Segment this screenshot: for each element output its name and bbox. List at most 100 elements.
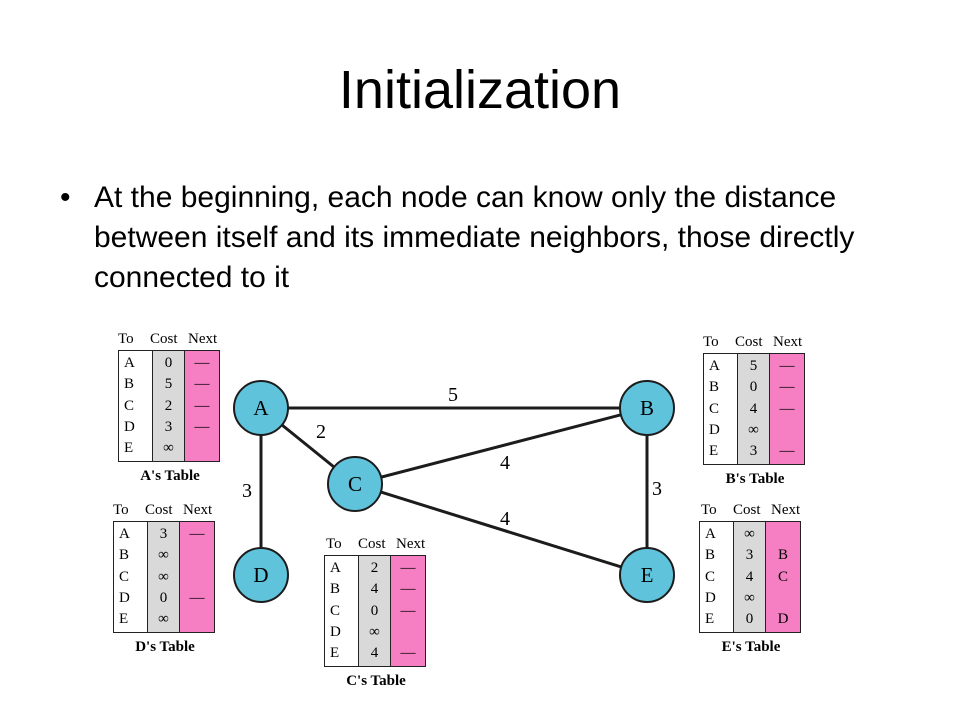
cost-column: 3 ∞ ∞ 0 ∞ xyxy=(148,522,180,632)
cost-cell: 4 xyxy=(745,568,754,585)
to-cell: A xyxy=(705,526,716,542)
next-cell: — xyxy=(779,358,795,374)
to-cell: B xyxy=(705,547,716,564)
next-cell: — xyxy=(194,397,210,414)
table-header: To Cost Next xyxy=(699,332,811,352)
node-c-label: C xyxy=(348,472,362,496)
node-b: B xyxy=(619,380,675,436)
to-cell: A xyxy=(119,526,130,542)
next-cell: — xyxy=(779,379,795,396)
next-cell: — xyxy=(400,602,416,619)
to-cell: C xyxy=(705,568,716,585)
cost-cell: ∞ xyxy=(744,589,755,606)
header-cost: Cost xyxy=(733,502,761,518)
to-cell: E xyxy=(705,611,715,627)
to-cell: B xyxy=(709,379,720,396)
next-column: — — — — xyxy=(770,354,804,464)
header-next: Next xyxy=(773,334,803,350)
cost-column: 5 0 4 ∞ 3 xyxy=(738,354,770,464)
next-cell xyxy=(180,547,214,564)
table-caption: C's Table xyxy=(346,673,406,689)
edge-cost-a-b: 5 xyxy=(448,384,458,406)
table-grid: A B C D E ∞ 3 4 ∞ 0 B C D xyxy=(699,521,801,633)
next-column: — — — — xyxy=(391,556,425,666)
node-b-label: B xyxy=(640,396,654,420)
cost-cell: ∞ xyxy=(744,526,755,542)
node-c-circle xyxy=(327,456,383,512)
next-cell xyxy=(766,526,800,543)
cost-cell: 0 xyxy=(164,355,173,371)
table-caption: B's Table xyxy=(725,471,785,487)
table-caption: A's Table xyxy=(140,468,200,484)
to-cell: C xyxy=(119,568,130,585)
to-column: A B C D E xyxy=(700,522,734,632)
to-cell: D xyxy=(709,421,720,438)
next-cell: — xyxy=(189,589,205,606)
header-to: To xyxy=(113,502,129,518)
next-cell xyxy=(770,422,804,439)
node-b-circle xyxy=(619,380,675,436)
header-next: Next xyxy=(771,502,801,518)
table-grid: A B C D E 5 0 4 ∞ 3 — — — — xyxy=(703,353,805,465)
cost-cell: 4 xyxy=(370,645,379,661)
cost-cell: 0 xyxy=(159,589,168,606)
node-e-label: E xyxy=(641,563,654,587)
cost-cell: 0 xyxy=(749,379,758,396)
next-cell xyxy=(180,569,214,586)
header-cost: Cost xyxy=(145,502,173,518)
table-caption: D's Table xyxy=(135,639,195,655)
header-next: Next xyxy=(188,331,218,347)
cost-cell: 0 xyxy=(745,611,754,627)
node-a: A xyxy=(233,380,289,436)
next-cell: — xyxy=(779,400,795,417)
to-cell: A xyxy=(330,560,341,576)
graph-nodes: A B C D E xyxy=(233,380,675,603)
header-cost: Cost xyxy=(358,536,386,552)
to-cell: D xyxy=(124,418,135,435)
next-cell: — xyxy=(400,581,416,598)
header-cost: Cost xyxy=(735,334,763,350)
table-grid: A B C D E 3 ∞ ∞ 0 ∞ — — xyxy=(113,521,215,633)
header-cost: Cost xyxy=(150,331,178,347)
edge-cost-b-e: 3 xyxy=(652,478,662,500)
next-cell xyxy=(180,611,214,628)
header-to: To xyxy=(326,536,342,552)
table-header: To Cost Next xyxy=(114,329,226,349)
cost-column: 0 5 2 3 ∞ xyxy=(153,351,185,461)
header-to: To xyxy=(703,334,719,350)
next-cell: — xyxy=(189,526,205,542)
table-header: To Cost Next xyxy=(109,500,221,520)
cost-cell: 0 xyxy=(370,602,379,619)
header-to: To xyxy=(701,502,717,518)
next-cell: — xyxy=(400,560,416,576)
next-cell: — xyxy=(194,355,210,371)
next-cell xyxy=(766,590,800,607)
node-a-circle xyxy=(233,380,289,436)
next-cell: D xyxy=(777,611,789,627)
slide-title: Initialization xyxy=(338,60,622,120)
edge-c-b xyxy=(354,406,648,486)
to-cell: A xyxy=(709,358,720,374)
bullet-marker: • xyxy=(60,181,71,214)
to-cell: D xyxy=(119,589,130,606)
table-grid: A B C D E 2 4 0 ∞ 4 — — — — xyxy=(324,555,426,667)
cost-cell: 3 xyxy=(745,547,754,564)
cost-cell: 5 xyxy=(164,376,173,393)
next-cell: — xyxy=(400,645,416,661)
to-cell: E xyxy=(709,443,719,459)
node-d: D xyxy=(233,547,289,603)
cost-cell: ∞ xyxy=(369,623,380,640)
to-cell: B xyxy=(330,581,341,598)
to-cell: D xyxy=(705,589,716,606)
next-cell xyxy=(391,624,425,641)
cost-cell: 3 xyxy=(749,443,758,459)
next-cell xyxy=(185,440,219,457)
edge-cost-a-d: 3 xyxy=(242,480,252,502)
cost-cell: ∞ xyxy=(748,421,759,438)
cost-cell: 3 xyxy=(164,418,173,435)
cost-cell: 4 xyxy=(749,400,758,417)
to-cell: D xyxy=(330,623,341,640)
edge-cost-c-e: 4 xyxy=(500,508,510,530)
cost-column: 2 4 0 ∞ 4 xyxy=(359,556,391,666)
